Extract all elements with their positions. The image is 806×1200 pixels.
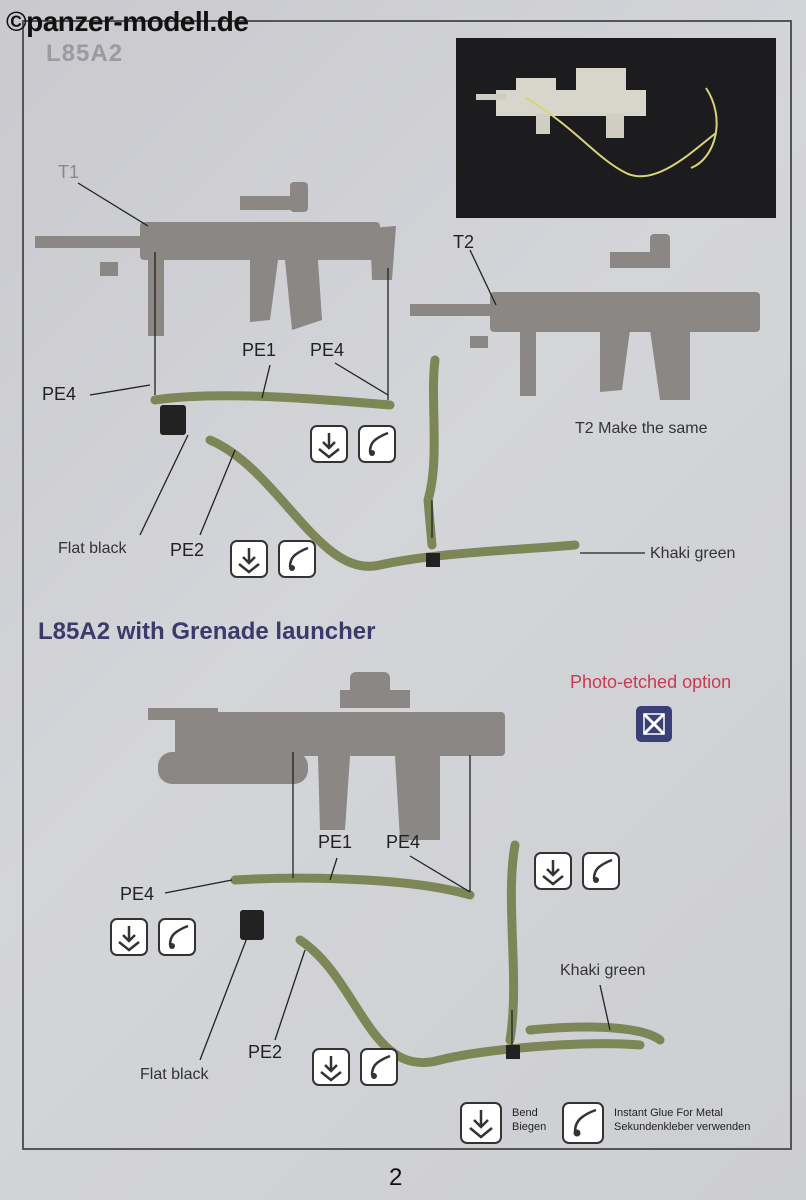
- label-pe4-right-gl: PE4: [386, 832, 421, 852]
- label-pe2: PE2: [170, 540, 205, 560]
- bend-icon: [110, 918, 148, 956]
- label-pe1-gl: PE1: [318, 832, 353, 852]
- label-khaki-green: Khaki green: [650, 545, 736, 562]
- label-pe4-left-gl: PE4: [120, 884, 155, 904]
- legend-bend-de: Biegen: [512, 1121, 547, 1133]
- label-pe1: PE1: [242, 340, 277, 360]
- legend-bend-icon: [460, 1102, 502, 1144]
- label-flat-black-gl: Flat black: [140, 1066, 209, 1083]
- bend-icon: [312, 1048, 350, 1086]
- page-frame: [22, 20, 792, 1150]
- legend-bend-en: Bend: [512, 1107, 538, 1119]
- legend-glue-icon: [562, 1102, 604, 1144]
- glue-icon: [358, 425, 396, 463]
- label-flat-black: Flat black: [58, 540, 127, 557]
- label-t2: T2: [453, 232, 475, 252]
- glue-icon: [158, 918, 196, 956]
- rifle-t2: [410, 234, 760, 400]
- glue-icon: [582, 852, 620, 890]
- bend-icon: [310, 425, 348, 463]
- label-khaki-green-gl: Khaki green: [560, 962, 646, 979]
- legend-bend-text: Bend Biegen: [512, 1106, 546, 1134]
- label-t1: T1: [58, 162, 80, 182]
- label-pe4-right: PE4: [310, 340, 345, 360]
- bend-icon: [534, 852, 572, 890]
- reference-photo: [456, 38, 776, 218]
- label-make-same: T2 Make the same: [575, 420, 708, 437]
- legend-glue-en: Instant Glue For Metal: [614, 1107, 723, 1119]
- label-pe2-gl: PE2: [248, 1042, 283, 1062]
- watermark: ©panzer-modell.de: [6, 6, 249, 37]
- glue-icon: [360, 1048, 398, 1086]
- section1-title: L85A2: [46, 40, 124, 67]
- sling-1: [150, 355, 580, 571]
- legend-glue-de: Sekundenkleber verwenden: [614, 1121, 751, 1133]
- page-number: 2: [389, 1164, 403, 1191]
- photo-etched-icon: [636, 706, 672, 742]
- section2-title: L85A2 with Grenade launcher: [38, 618, 376, 645]
- rifle-t1: [35, 182, 396, 336]
- photo-etched-option: Photo-etched option: [570, 672, 732, 692]
- bend-icon: [230, 540, 268, 578]
- legend-glue-text: Instant Glue For Metal Sekundenkleber ve…: [614, 1106, 750, 1134]
- glue-icon: [278, 540, 316, 578]
- label-pe4-left: PE4: [42, 384, 77, 404]
- rifle-gl: [148, 672, 505, 840]
